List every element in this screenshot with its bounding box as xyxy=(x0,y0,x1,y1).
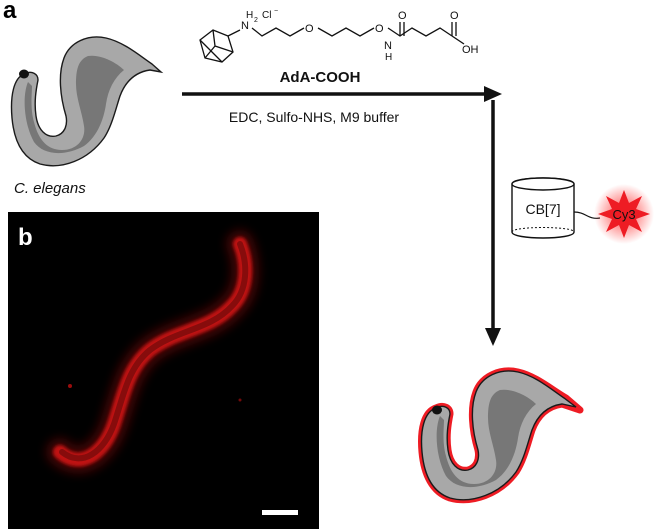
horizontal-arrow xyxy=(182,86,502,102)
worm-gut-coated xyxy=(436,389,536,488)
host-label: CB[7] xyxy=(525,201,560,217)
panel-label-b: b xyxy=(18,224,33,251)
acid-o-label: O xyxy=(450,10,459,22)
ether-o2-label: O xyxy=(375,23,384,35)
reagent-label: AdA-COOH xyxy=(280,69,361,86)
counterion-label: Cl xyxy=(262,10,271,21)
cb7-cy3-conjugate: CB[7] Cy3 xyxy=(511,177,654,244)
amine-n-label: N xyxy=(241,20,249,32)
carbonyl-o-label: O xyxy=(398,10,407,22)
vertical-arrow xyxy=(485,100,501,346)
conditions-label: EDC, Sulfo-NHS, M9 buffer xyxy=(229,109,399,125)
ammonium-h-label: H xyxy=(246,10,253,21)
organism-label: C. elegans xyxy=(14,180,86,197)
amide-n-label: N xyxy=(384,40,392,52)
ether-o1-label: O xyxy=(305,23,314,35)
worm-head-dot-coated xyxy=(432,405,442,415)
amide-h-label: H xyxy=(385,52,392,63)
worm-interior xyxy=(59,241,249,462)
acid-oh-label: OH xyxy=(462,44,479,56)
adamantane-acid-structure xyxy=(199,22,465,63)
panel-label-a: a xyxy=(3,0,17,24)
worm-labeled xyxy=(418,367,584,504)
scale-bar xyxy=(262,510,298,515)
fluorescence-micrograph xyxy=(8,212,319,529)
dye-star-icon xyxy=(598,190,650,238)
dye-label: Cy3 xyxy=(612,207,635,222)
worm-untreated xyxy=(10,36,164,167)
ammonium-sub-label: 2 xyxy=(254,17,258,24)
micrograph-background xyxy=(8,212,319,529)
worm-head-dot xyxy=(19,69,29,79)
structure-labels: N H 2 Cl − O O N H O O OH xyxy=(241,8,479,63)
worm-gut xyxy=(24,55,124,154)
counterion-charge-label: − xyxy=(274,8,278,15)
